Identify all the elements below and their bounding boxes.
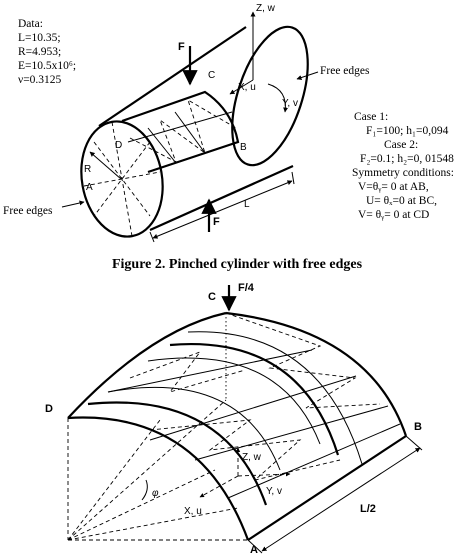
grid-curve-2 [147, 357, 321, 445]
radius-label: R [84, 164, 91, 175]
grid-line-2 [149, 375, 357, 441]
x-axis-arrow-2 [199, 475, 239, 498]
force-label: F [178, 41, 185, 53]
length-tick-left [149, 231, 155, 243]
cylinder-front-end [80, 120, 164, 238]
point-c-label: C [208, 70, 215, 81]
free-edges-right-label: Free edges [320, 65, 370, 77]
x-axis-label-2: X, u [184, 506, 202, 517]
panel-grid-line-1 [147, 127, 177, 164]
front-vertical-diameter [111, 121, 133, 237]
length-label: L [244, 199, 250, 210]
data-line-2: R=4.953; [18, 46, 61, 58]
front-diagonal-2 [93, 141, 151, 217]
symmetry-title: Symmetry conditions: [352, 167, 454, 179]
force-bottom-label: F [213, 216, 220, 228]
front-diagonal-1 [93, 141, 151, 217]
grid-curve-1 [107, 386, 281, 471]
symmetry-ab: V=θᵧ= 0 at AB, [358, 181, 429, 193]
cylinder-back-end [231, 25, 309, 167]
base-radial-3 [67, 469, 216, 541]
x-axis-arrow [229, 79, 254, 95]
f4-force-label: F/4 [238, 282, 255, 294]
panel-diagonals [129, 99, 237, 163]
y-axis-label: Y, v [282, 98, 298, 109]
y-axis-label-2: Y, v [266, 486, 282, 497]
radius-arrow [89, 151, 122, 180]
point-b2-label: B [414, 421, 422, 433]
symmetry-cd: V= θᵧ= 0 at CD [358, 209, 429, 221]
panel-grid-line-3 [127, 111, 233, 143]
grid-line-3 [194, 405, 389, 461]
point-a2-label: A [250, 544, 258, 556]
free-edges-left-label: Free edges [3, 205, 53, 217]
cylinder-bottom-generator [149, 164, 294, 232]
quarter-panel-diagram: F/4 C D B A φ [45, 282, 423, 556]
figure-caption: Figure 2. Pinched cylinder with free edg… [112, 257, 363, 272]
case1-values: F₁=100; h₁=0,094 [366, 125, 449, 137]
data-heading: Data: [18, 18, 43, 30]
half-length-dimension [261, 447, 421, 552]
z-axis-label-2: Z, w [242, 452, 262, 463]
data-line-4: ν=0.3125 [18, 74, 62, 86]
x-axis-label: X, u [238, 82, 256, 93]
case1-title: Case 1: [354, 111, 388, 123]
case2-values: F₂=0.1; h₂=0, 01548 [360, 153, 454, 165]
edge-c-b [225, 311, 408, 437]
base-radial-4 [67, 507, 239, 541]
free-edges-left-arrow [61, 200, 85, 208]
half-length-tick-a [247, 539, 263, 554]
length-dimension [152, 180, 293, 239]
rotation-arrow [267, 83, 289, 113]
point-a-label: A [86, 182, 93, 193]
angle-arc [141, 479, 148, 501]
grid-curve-3 [187, 331, 363, 465]
pinched-cylinder-diagram: Data: L=10.35; R=4.953; E=10.5x10⁶; ν=0.… [3, 3, 454, 243]
z-axis-label: Z, w [256, 3, 276, 14]
free-edges-right-arrow [296, 71, 319, 80]
panel-grid-line-2 [174, 111, 206, 154]
grid-curve-mid [87, 401, 268, 506]
grid-diagonals-2 [149, 419, 341, 481]
data-line-3: E=10.5x10⁶; [18, 60, 76, 72]
symmetry-bc: U= θₓ=0 at BC, [366, 195, 437, 207]
cylinder-shape [61, 11, 319, 243]
cylinder-top-generator [98, 26, 247, 127]
point-d2-label: D [45, 403, 53, 415]
point-b-label: B [240, 142, 247, 153]
half-length-tick-b [405, 435, 423, 451]
grid-line-1 [107, 349, 313, 393]
point-d-label: D [115, 140, 122, 151]
case2-title: Case 2: [384, 139, 418, 151]
point-c2-label: C [208, 291, 216, 303]
grid-curve-mid2 [169, 343, 340, 456]
data-line-1: L=10.35; [18, 32, 61, 44]
base-radial-1 [67, 399, 227, 541]
edge-d-a [67, 416, 250, 541]
edge-d-c [67, 311, 227, 419]
half-length-label: L/2 [360, 503, 376, 515]
length-tick-right [291, 171, 295, 185]
grid-diagonals-1 [129, 312, 381, 409]
angle-label: φ [152, 488, 159, 499]
base-radial-2 [67, 419, 161, 541]
